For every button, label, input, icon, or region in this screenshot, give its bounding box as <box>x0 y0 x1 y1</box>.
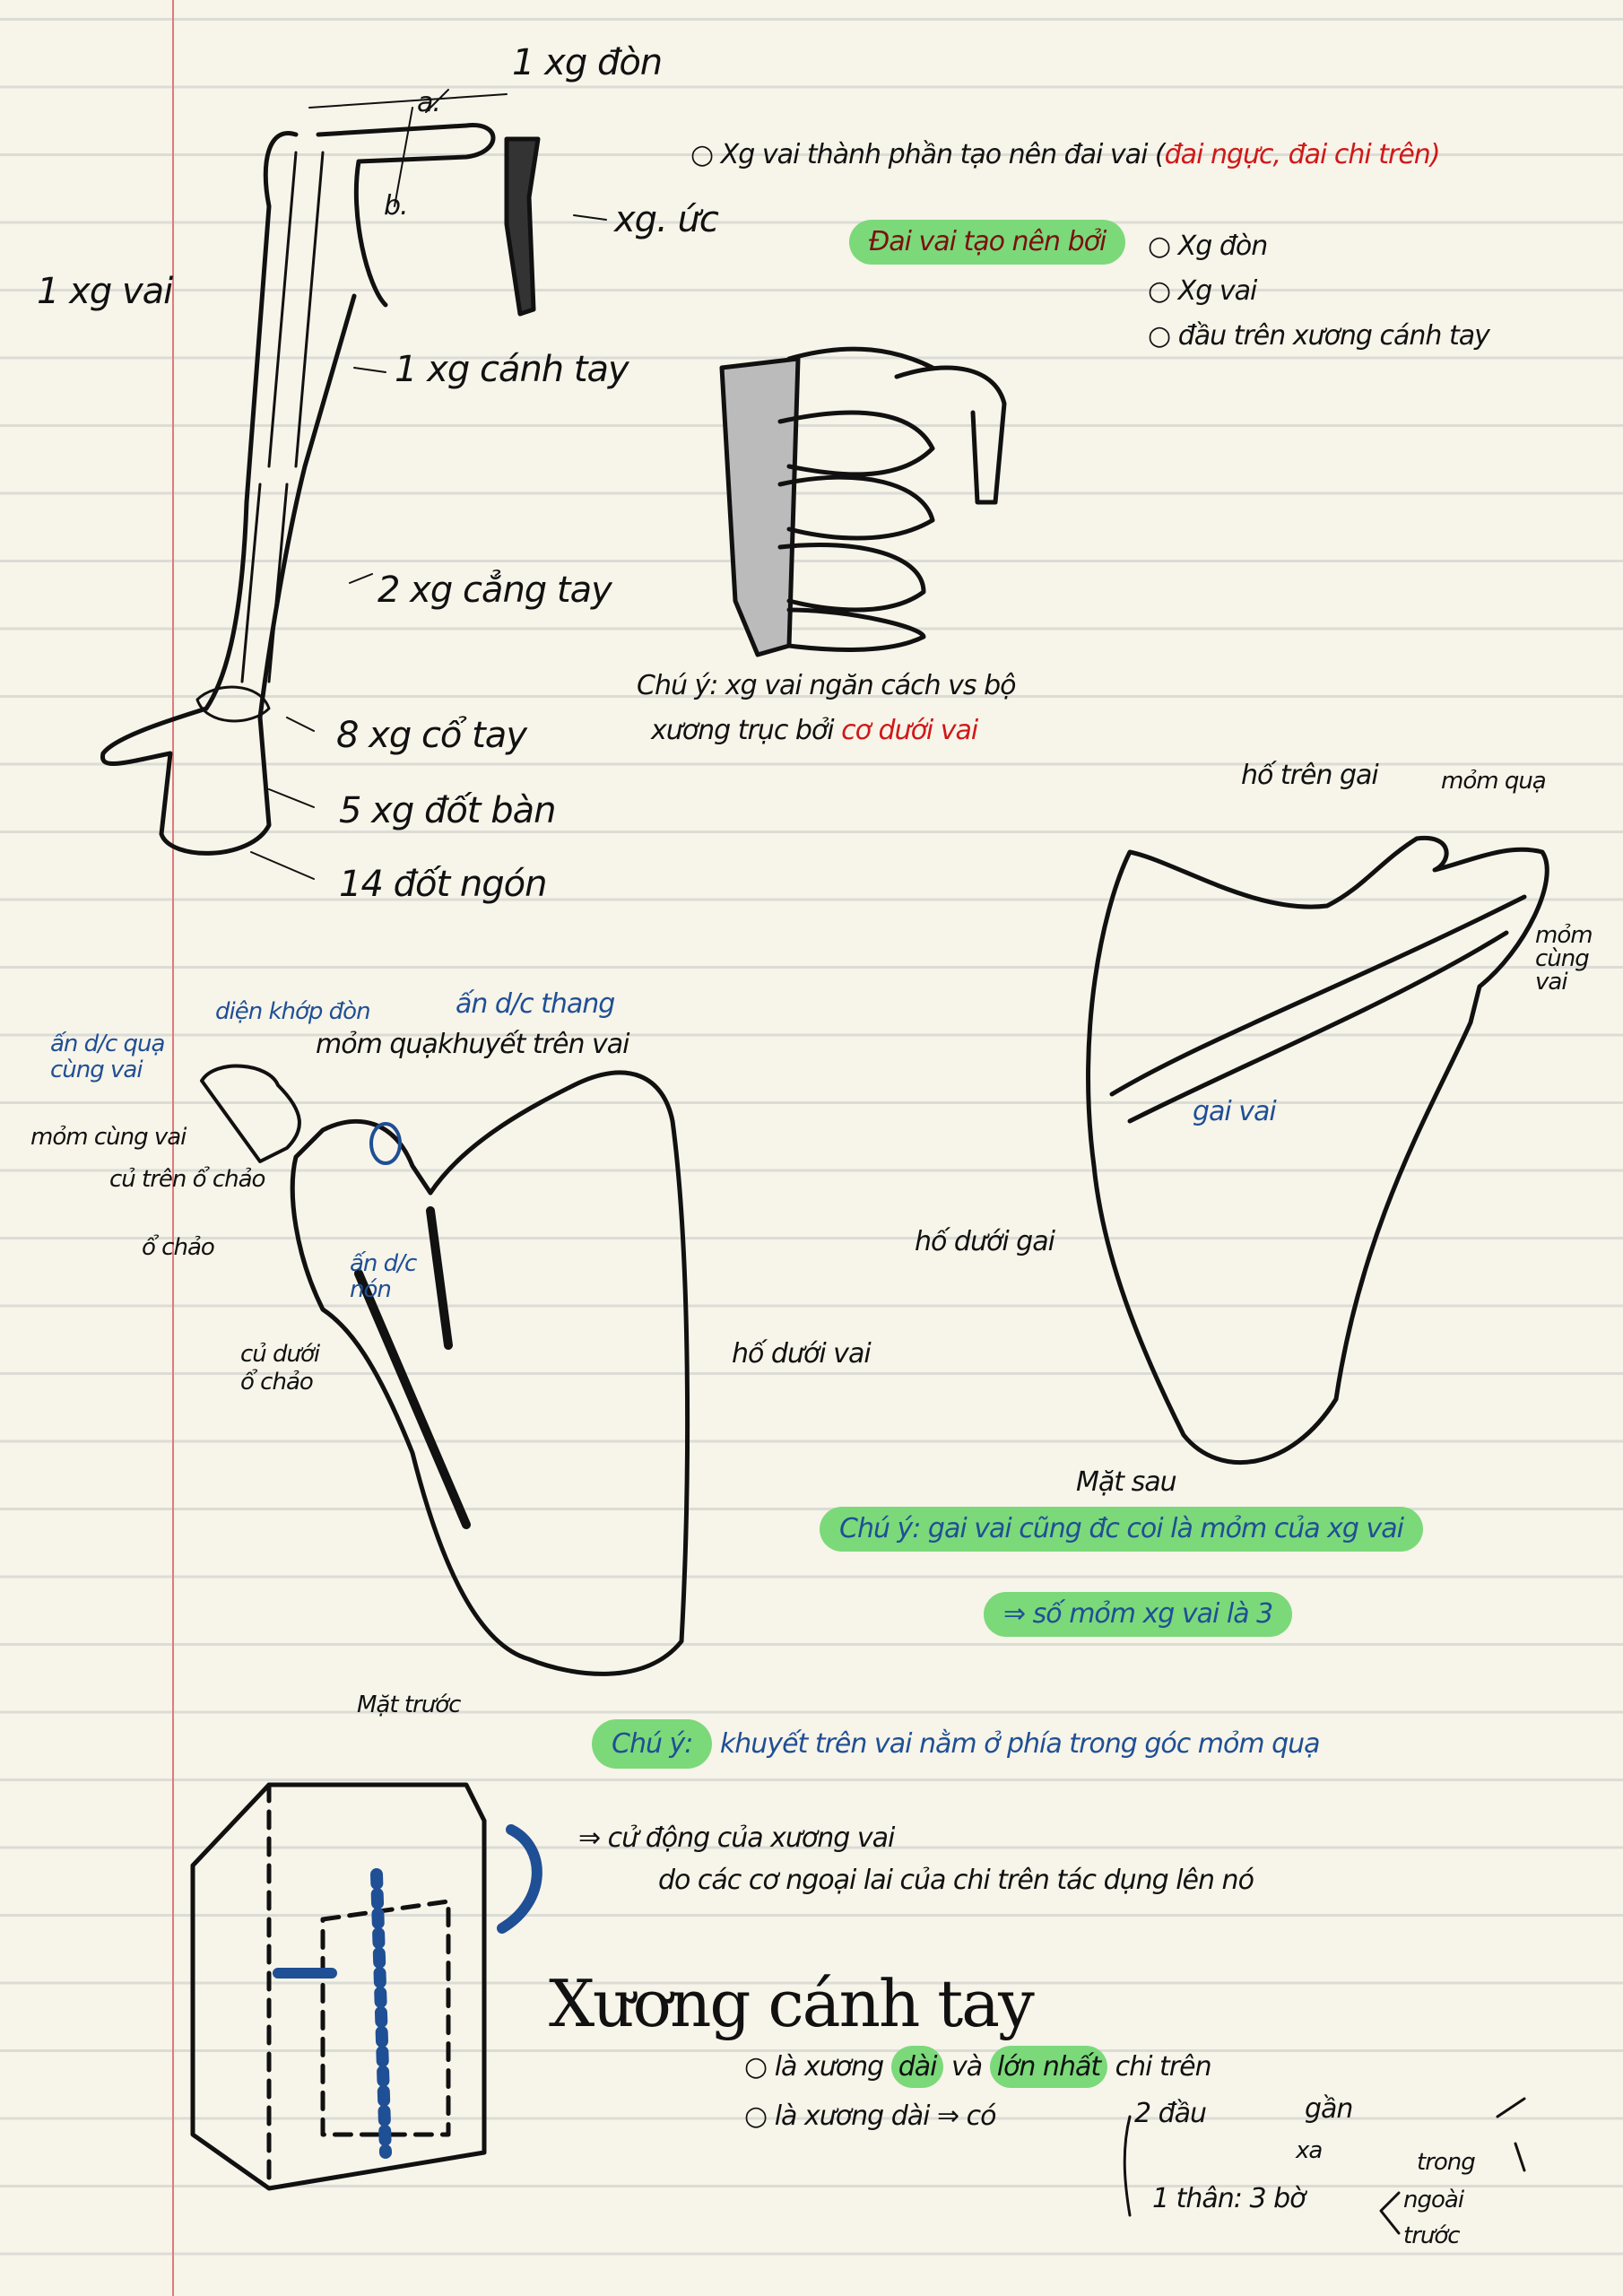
label-coracoid: mỏm quạ <box>316 1029 438 1060</box>
humerus-edge: trước <box>1403 2222 1461 2249</box>
note-spine-process: Chú ý: gai vai cũng đc coi là mỏm của xg… <box>820 1507 1423 1552</box>
girdle-highlight: Đai vai tạo nên bởi <box>849 220 1126 265</box>
bracket-lines <box>1123 2097 1526 2235</box>
humerus-head-near: gần <box>1305 2093 1353 2125</box>
posterior-scapula-drawing <box>1086 835 1549 1465</box>
caption-anterior: Mặt trước <box>357 1692 461 1718</box>
note-notch: Chú ý: khuyết trên vai nằm ở phía trong … <box>592 1719 1321 1769</box>
label-notch: khuyết trên vai <box>438 1029 629 1060</box>
humerus-body: 1 thân: 3 bờ <box>1152 2183 1306 2214</box>
label-b: b. <box>384 190 409 222</box>
humerus-block-drawing <box>190 1782 542 2191</box>
arm-skeleton-drawing <box>100 89 607 880</box>
label-supraspinous: hố trên gai <box>1241 760 1379 791</box>
humerus-head-far: xa <box>1296 2137 1323 2164</box>
humerus-bullet-2: ○ là xương dài ⇒ có <box>744 2100 997 2132</box>
label-acromion: mỏm cùng vai <box>30 1124 187 1151</box>
note-process-count: ⇒ số mỏm xg vai là 3 <box>984 1592 1293 1637</box>
label-scapula: 1 xg vai <box>37 271 173 312</box>
section-title-humerus: Xương cánh tay <box>549 1966 1035 2041</box>
label-trapezoid: ấn d/c thang <box>456 988 615 1020</box>
note-movement-1: ⇒ cử động của xương vai <box>578 1822 895 1854</box>
label-clavicular-facet: diện khớp đòn <box>215 998 371 1025</box>
humerus-bullet-1: ○ là xương dài và lớn nhất chi trên <box>744 2046 1212 2088</box>
label-supraglenoid: củ trên ổ chảo <box>109 1166 265 1193</box>
label-carpal: 8 xg cổ tay <box>336 715 527 756</box>
label-coracoid-posterior: mỏm quạ <box>1441 768 1547 795</box>
anterior-scapula-drawing <box>200 1064 690 1676</box>
humerus-heads: 2 đầu <box>1134 2098 1207 2129</box>
girdle-item: ○ đầu trên xương cánh tay <box>1148 320 1490 352</box>
ribcage-drawing <box>719 346 1007 657</box>
page-margin-line <box>172 0 174 2296</box>
girdle-item: ○ Xg đòn <box>1148 230 1268 262</box>
label-metacarpal: 5 xg đốt bàn <box>339 790 556 831</box>
label-subscapular: hố dưới vai <box>732 1338 872 1370</box>
label-phalanges: 14 đốt ngón <box>339 864 547 905</box>
girdle-bullet: ○ Xg vai thành phần tạo nên đai vai (đai… <box>690 139 1441 170</box>
label-sternum: xg. ức <box>614 199 719 240</box>
rib-note-line1: Chú ý: xg vai ngăn cách vs bộ <box>637 670 1016 701</box>
label-humerus: 1 xg cánh tay <box>395 349 629 390</box>
humerus-edge: trong <box>1417 2149 1476 2176</box>
humerus-edge: ngoài <box>1403 2187 1464 2213</box>
label-spine: gai vai <box>1193 1096 1277 1127</box>
label-clavicle: 1 xg đòn <box>512 42 663 83</box>
girdle-red-text: đai ngực, đai chi trên) <box>1164 139 1441 170</box>
caption-posterior: Mặt sau <box>1076 1466 1177 1498</box>
label-glenoid: ổ chảo <box>142 1234 215 1261</box>
label-infraspinous: hố dưới gai <box>915 1226 1055 1257</box>
label-a: a. <box>417 87 441 118</box>
note-movement-2: do các cơ ngoại lai của chi trên tác dụn… <box>658 1865 1254 1896</box>
girdle-item: ○ Xg vai <box>1148 275 1257 307</box>
girdle-text: Xg vai thành phần tạo nên đai vai ( <box>720 139 1166 170</box>
rib-note-line2: xương trục bởi cơ dưới vai <box>651 715 978 746</box>
label-forearm: 2 xg cẳng tay <box>378 570 612 611</box>
